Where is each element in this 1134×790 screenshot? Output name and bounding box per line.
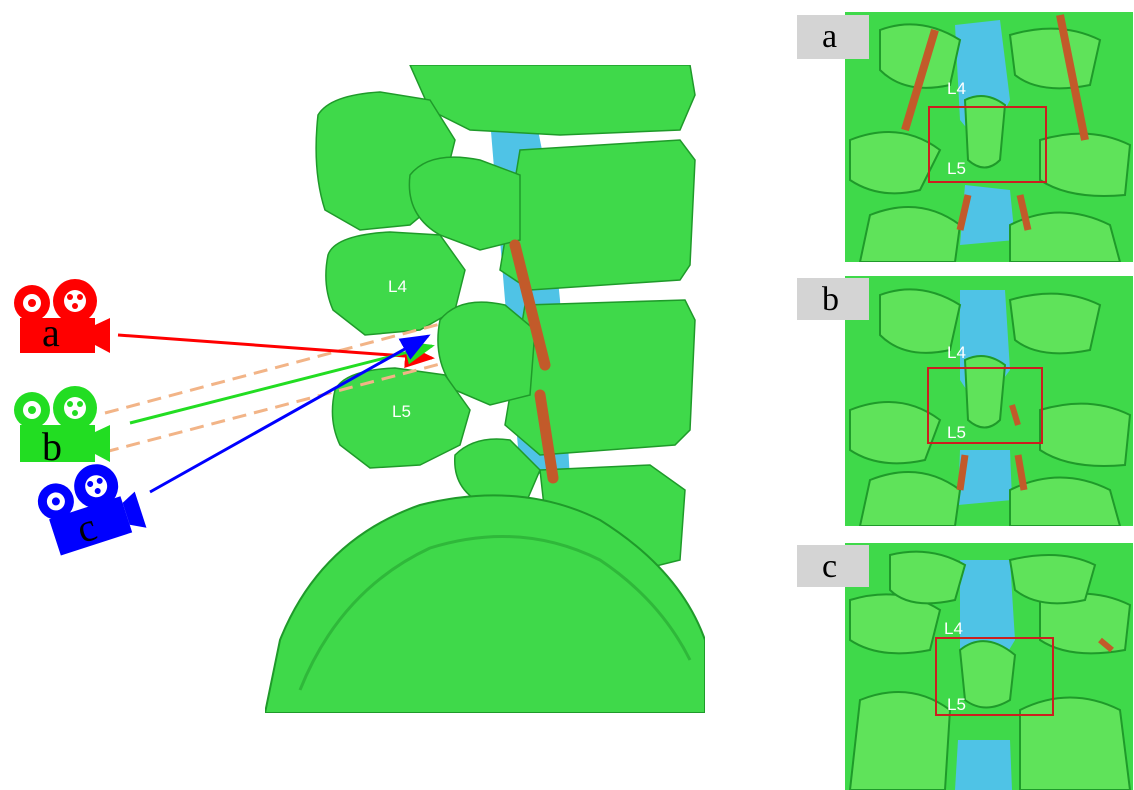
camera-a-icon: a bbox=[14, 279, 110, 355]
panel-b-label-l5: L5 bbox=[947, 423, 966, 442]
panel-a-label-l5: L5 bbox=[947, 159, 966, 178]
label-l5: L5 bbox=[392, 402, 411, 421]
panel-c-tag-text: c bbox=[822, 548, 837, 585]
camera-b-icon: b bbox=[14, 386, 110, 469]
panel-b-tag-text: b bbox=[822, 281, 839, 318]
panel-c-label-l4: L4 bbox=[944, 619, 963, 638]
panel-a: L4 L5 a bbox=[797, 12, 1133, 262]
panel-a-tag-text: a bbox=[822, 18, 837, 55]
camera-c-icon: c bbox=[31, 454, 147, 561]
panel-c: L4 L5 c bbox=[797, 543, 1133, 790]
panel-a-label-l4: L4 bbox=[947, 79, 966, 98]
vertebral-body-1 bbox=[500, 140, 695, 290]
label-l4: L4 bbox=[388, 277, 407, 296]
svg-text:a: a bbox=[42, 310, 60, 355]
panel-b-label-l4: L4 bbox=[947, 343, 966, 362]
upper-vertebra bbox=[410, 65, 695, 135]
panel-b: L4 L5 b bbox=[797, 276, 1133, 526]
panel-c-label-l5: L5 bbox=[947, 695, 966, 714]
svg-text:b: b bbox=[42, 424, 62, 469]
